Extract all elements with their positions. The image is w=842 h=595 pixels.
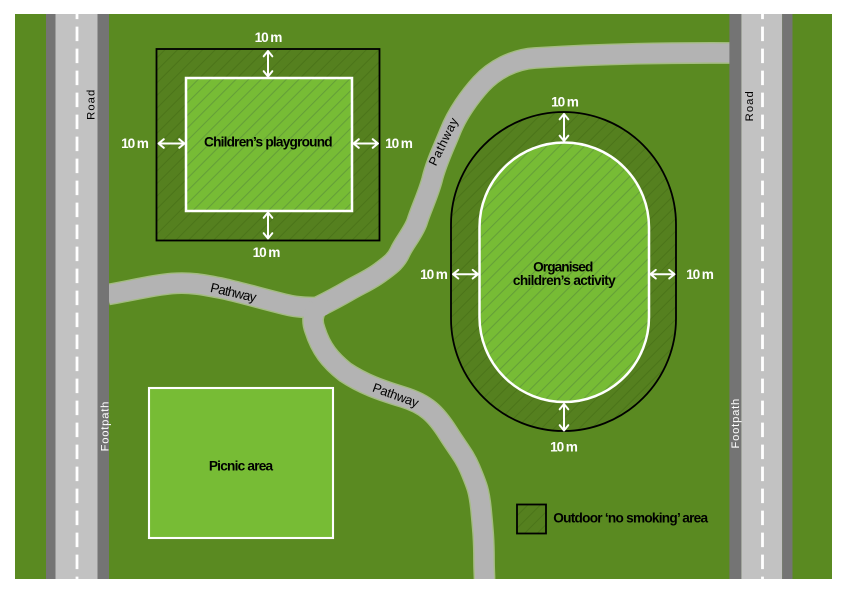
svg-text:Organised: Organised <box>533 259 593 274</box>
svg-text:10 m: 10 m <box>420 267 448 282</box>
svg-text:Children’s playground: Children’s playground <box>204 134 333 149</box>
svg-text:10 m: 10 m <box>550 440 578 455</box>
svg-text:Footpath: Footpath <box>730 399 742 449</box>
svg-text:Road: Road <box>744 91 756 121</box>
svg-text:10 m: 10 m <box>551 95 579 110</box>
svg-text:10 m: 10 m <box>385 136 413 151</box>
svg-text:10 m: 10 m <box>686 267 714 282</box>
svg-text:children’s activity: children’s activity <box>513 273 616 288</box>
svg-text:Footpath: Footpath <box>100 402 112 452</box>
svg-text:Road: Road <box>86 90 98 120</box>
svg-text:Picnic area: Picnic area <box>209 459 274 474</box>
svg-text:Outdoor ‘no smoking’ area: Outdoor ‘no smoking’ area <box>553 511 708 526</box>
svg-text:10 m: 10 m <box>121 136 149 151</box>
svg-text:10 m: 10 m <box>253 245 281 260</box>
svg-text:10 m: 10 m <box>255 30 283 45</box>
